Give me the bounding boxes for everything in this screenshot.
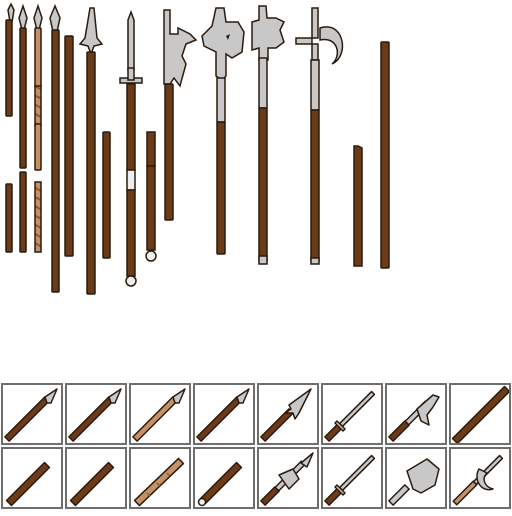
- crescent-axe-icon: [452, 454, 504, 506]
- long-spear-sprite: [49, 4, 61, 293]
- partisan-icon: [260, 388, 312, 442]
- bill-icon: [388, 394, 440, 442]
- bill-hook-sprite: [163, 9, 198, 221]
- inventory-slot-1-6[interactable]: [321, 383, 383, 445]
- inventory-grid: [0, 382, 512, 512]
- awl-pike-sprite: [119, 9, 143, 287]
- inventory-slot-1-1[interactable]: [1, 383, 63, 445]
- halberd-icon: [260, 452, 314, 506]
- inventory-slot-1-4[interactable]: [193, 383, 255, 445]
- quarterstaff-sprite: [380, 41, 390, 269]
- inventory-slot-2-3[interactable]: [129, 447, 191, 509]
- spear-icon: [68, 388, 122, 442]
- wrapped-shaft-icon: [133, 457, 185, 507]
- poleaxe-icon: [388, 458, 440, 506]
- shaft-short-sprite: [102, 131, 111, 259]
- light-spear-sprite: [33, 3, 43, 253]
- poleaxe-sprite: [201, 7, 245, 255]
- capped-shaft-icon: [197, 461, 243, 507]
- shaft-fragment-sprite: [353, 145, 363, 267]
- shaft-icon: [69, 461, 115, 507]
- staff-icon: [451, 385, 509, 443]
- spear-shaft-sprite: [64, 35, 74, 257]
- awl-pike-icon: [324, 390, 376, 442]
- halberd-sprite: [251, 5, 286, 265]
- inventory-slot-1-2[interactable]: [65, 383, 127, 445]
- awl-pike-icon: [324, 454, 376, 506]
- crescent-poleaxe-sprite: [295, 7, 344, 265]
- partisan-sprite: [78, 7, 104, 295]
- spear-icon: [4, 388, 58, 442]
- shaft-icon: [5, 461, 51, 507]
- inventory-slot-2-6[interactable]: [321, 447, 383, 509]
- inventory-slot-1-8[interactable]: [449, 383, 511, 445]
- inventory-slot-2-1[interactable]: [1, 447, 63, 509]
- spear-icon: [196, 388, 250, 442]
- spear-sprite: [18, 3, 28, 253]
- inventory-slot-2-8[interactable]: [449, 447, 511, 509]
- short-spear-sprite: [5, 2, 15, 253]
- inventory-slot-2-4[interactable]: [193, 447, 255, 509]
- awl-pike-shaft-sprite: [145, 131, 157, 262]
- inventory-slot-1-7[interactable]: [385, 383, 447, 445]
- inventory-slot-2-5[interactable]: [257, 447, 319, 509]
- light-spear-icon: [132, 388, 186, 442]
- inventory-slot-1-5[interactable]: [257, 383, 319, 445]
- inventory-slot-1-3[interactable]: [129, 383, 191, 445]
- inventory-slot-2-2[interactable]: [65, 447, 127, 509]
- inventory-slot-2-7[interactable]: [385, 447, 447, 509]
